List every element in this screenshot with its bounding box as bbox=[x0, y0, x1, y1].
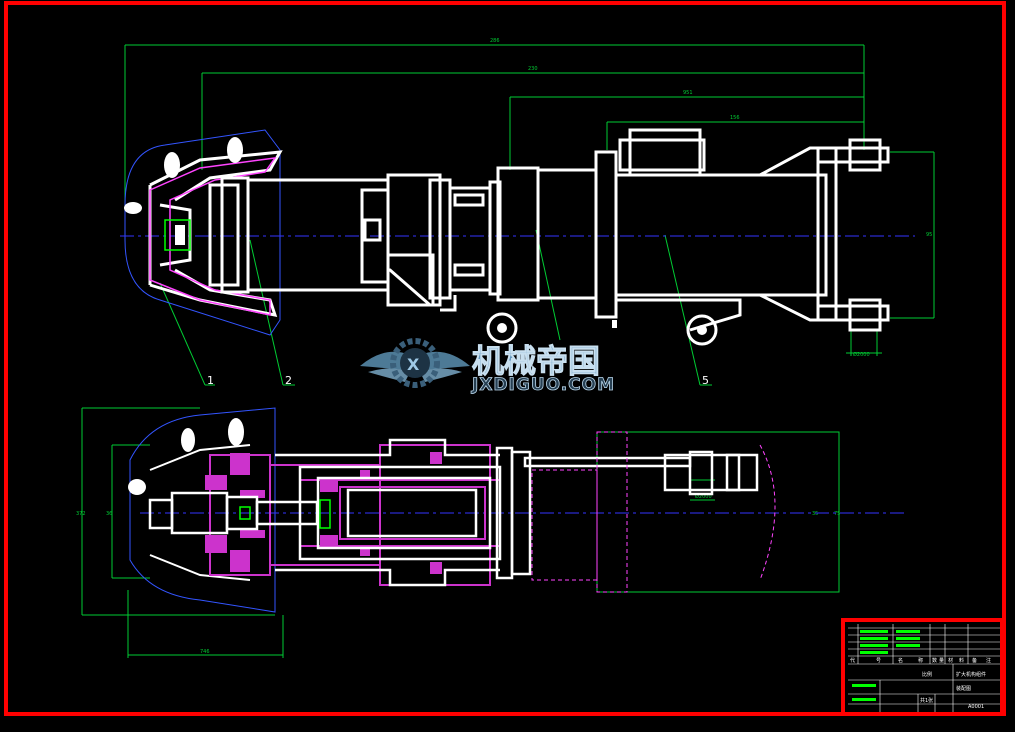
tb-h-4: 数 bbox=[932, 657, 937, 664]
tb-h-7: 料 bbox=[959, 657, 964, 664]
part-label-2: 2 bbox=[285, 374, 292, 387]
tb-drawing-no: 装配图 bbox=[956, 685, 971, 692]
tb-h-1: 号 bbox=[876, 658, 881, 664]
dim-upper-right: 95 bbox=[926, 232, 932, 238]
tb-h-5: 量 bbox=[939, 657, 944, 664]
gear-wings-logo-icon: X bbox=[360, 338, 470, 388]
part-label-1: 1 bbox=[207, 374, 214, 387]
tb-h-3: 称 bbox=[918, 657, 923, 664]
dim-lower-right-inner: 35 bbox=[812, 511, 818, 517]
drawing-border bbox=[4, 1, 1006, 716]
watermark-en: JXDIGUO.COM bbox=[471, 375, 615, 395]
tb-sheet: 共1张 bbox=[920, 697, 933, 704]
watermark: X 机械帝国 JXDIGUO.COM bbox=[360, 338, 615, 395]
tb-h-0: 代 bbox=[850, 657, 855, 664]
tb-h-8: 备 bbox=[972, 657, 977, 664]
dim-lower-right-outer: 75 bbox=[834, 511, 840, 517]
tb-h-9: 注 bbox=[986, 657, 991, 664]
dim-upper-small: Ø2000 bbox=[853, 351, 870, 358]
dim-lower-left-outer: 372 bbox=[76, 511, 86, 517]
dim-top-4: 156 bbox=[730, 115, 740, 121]
tb-code: A0001 bbox=[968, 704, 984, 710]
upper-view: 286 230 951 156 95 Ø2000 1 2 5 bbox=[120, 38, 935, 387]
dim-top-2: 230 bbox=[528, 66, 538, 72]
dim-lower-small: Ø2000 bbox=[695, 493, 712, 500]
lower-view: 372 36 746 35 75 Ø2000 bbox=[76, 407, 905, 658]
tb-h-6: 材 bbox=[948, 657, 953, 664]
part-label-5: 5 bbox=[702, 374, 709, 387]
tb-title: 扩大机构组件 bbox=[956, 671, 986, 678]
watermark-cn: 机械帝国 bbox=[472, 342, 600, 380]
dim-top-1: 286 bbox=[490, 38, 500, 44]
svg-text:X: X bbox=[407, 355, 420, 374]
tb-h-2: 名 bbox=[898, 657, 903, 664]
dim-lower-bottom: 746 bbox=[200, 649, 210, 655]
dim-top-3: 951 bbox=[683, 90, 693, 96]
title-block: 代 号 名 称 数 量 材 料 备 注 扩大机构组件 比例 装配图 共1张 A0… bbox=[841, 618, 1004, 716]
dim-lower-left-inner: 36 bbox=[106, 511, 112, 517]
tb-scale-label: 比例 bbox=[922, 671, 932, 678]
